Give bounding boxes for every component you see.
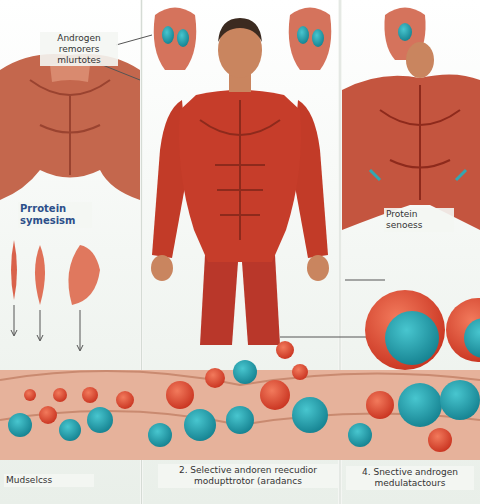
- panel-caption: 2. Selective andoren reecudior modupttro…: [158, 464, 338, 488]
- cells-shape: [366, 391, 394, 419]
- front-torso-left-shape: [30, 80, 110, 175]
- cells-shape: [292, 397, 328, 433]
- cells-shape: [260, 380, 290, 410]
- cells-shape: [24, 389, 36, 401]
- back-view: [342, 42, 480, 230]
- cells: [8, 290, 480, 452]
- cells-shape: [464, 318, 480, 358]
- cells-shape: [233, 360, 257, 384]
- tissue-ground-shape: [0, 370, 480, 460]
- cells-shape: [205, 368, 225, 388]
- back-view-shape: [342, 74, 480, 230]
- cells-shape: [292, 364, 308, 380]
- cells-shape: [8, 413, 32, 437]
- back-view-shape: [380, 85, 460, 200]
- human-figure-shape: [200, 100, 280, 240]
- cells-shape: [446, 298, 480, 362]
- cells-shape: [398, 383, 442, 427]
- muscle-bulbs-shape: [398, 23, 412, 41]
- cells-shape: [166, 381, 194, 409]
- muscle-bulbs-shape: [312, 29, 324, 47]
- back-view-shape: [406, 42, 434, 78]
- muscle-fibers-shape: [68, 245, 100, 305]
- muscle-bulbs-shape: [162, 26, 174, 44]
- cells-shape: [440, 380, 480, 420]
- back-view-shape: [370, 170, 466, 180]
- front-torso-left: [0, 54, 140, 200]
- muscle-bulbs-shape: [289, 8, 332, 71]
- leader-lines: [100, 35, 385, 337]
- panel-caption: 4. Snective androgen medulatactours: [346, 466, 474, 490]
- human-figure-shape: [200, 255, 238, 345]
- human-figure-shape: [307, 255, 329, 281]
- muscle-fibers-shape: [11, 240, 17, 300]
- cells-shape: [148, 423, 172, 447]
- panel-caption: Mudselcss: [4, 474, 94, 487]
- cells-shape: [184, 409, 216, 441]
- cells-shape: [87, 407, 113, 433]
- cells-shape: [39, 406, 57, 424]
- cells-shape: [82, 387, 98, 403]
- cells-shape: [116, 391, 134, 409]
- human-figure-shape: [242, 255, 280, 345]
- human-figure-shape: [218, 18, 262, 42]
- cells-shape: [276, 341, 294, 359]
- muscle-fibers-shape: [14, 305, 80, 350]
- muscle-fibers-shape: [11, 330, 83, 351]
- cells-shape: [428, 428, 452, 452]
- cells-shape: [385, 311, 439, 365]
- callout-label: Androgen remorers mlurtotes: [40, 32, 118, 66]
- human-figure-shape: [151, 255, 173, 281]
- muscle-bulbs-shape: [154, 8, 197, 71]
- muscle-bulbs: [154, 8, 426, 71]
- section-label: Protein senoess: [384, 208, 454, 232]
- cells-shape: [59, 419, 81, 441]
- cells-shape: [365, 290, 445, 370]
- front-torso-left-shape: [0, 54, 140, 200]
- muscle-bulbs-shape: [177, 29, 189, 47]
- muscle-fibers-shape: [35, 245, 45, 305]
- muscle-fibers: [11, 240, 100, 351]
- cells-shape: [226, 406, 254, 434]
- cells-shape: [348, 423, 372, 447]
- muscle-bulbs-shape: [297, 26, 309, 44]
- section-label: Prrotein symesism: [18, 202, 92, 228]
- human-figure-shape: [179, 90, 301, 262]
- tissue-ground: [0, 370, 480, 460]
- cells-shape: [53, 388, 67, 402]
